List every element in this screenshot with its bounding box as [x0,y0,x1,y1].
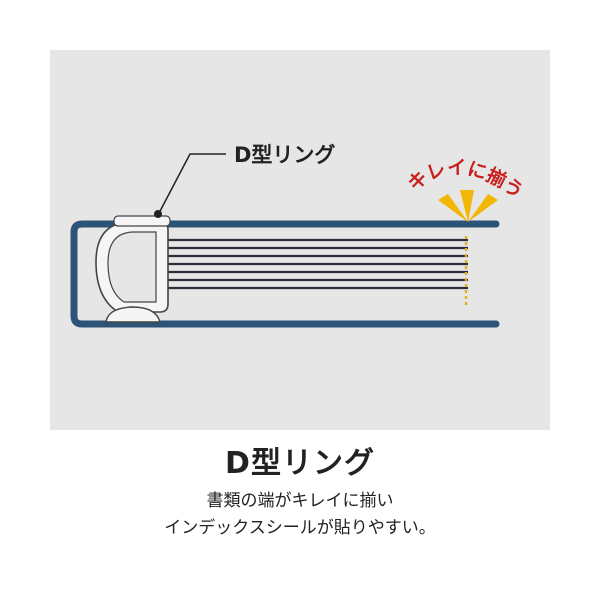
feature-description-line-1: 書類の端がキレイに揃い [206,491,394,511]
ray-center [460,190,474,222]
ray-right [468,194,498,222]
feature-description-line-2: インデックスシールが貼りやすい。 [164,518,436,538]
feature-title: D型リング [225,446,375,481]
ring-label-leader [157,153,226,216]
alignment-rays [438,190,498,222]
ray-left [438,194,468,222]
ring-top-mount [113,215,171,227]
paper-stack [130,238,468,290]
ring-base [105,306,161,323]
d-ring [95,215,171,323]
ring-label-dot [154,210,162,218]
ring-label: D型リング [234,143,335,167]
binder-cover [70,220,500,328]
